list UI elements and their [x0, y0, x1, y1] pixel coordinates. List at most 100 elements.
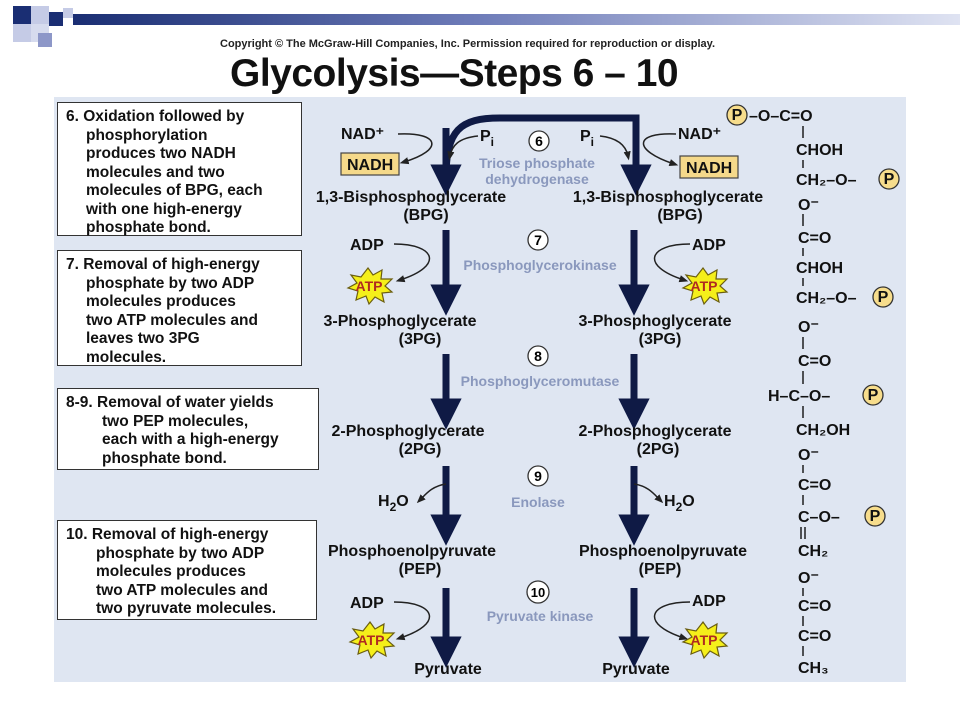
bpg-right-abbr: (BPG): [657, 207, 702, 224]
note-line: phosphate by two ADP: [86, 274, 255, 292]
pyruvate-right-label: Pyruvate: [602, 661, 670, 678]
phosphate-p: P: [878, 289, 889, 306]
step-7-description: 7. Removal of high-energy phosphate by t…: [57, 250, 302, 366]
h2o-left-h: H: [378, 493, 390, 510]
h2o-left-o: O: [396, 493, 408, 510]
deco-square: [63, 8, 73, 18]
nadh-right-label: NADH: [686, 160, 732, 177]
pyr-structure-line-1: C=O: [798, 598, 831, 615]
nad-left-label: NAD⁺: [341, 126, 384, 143]
note-line: two ATP molecules and: [86, 311, 258, 329]
pg2-structure-line-2: H–C–O–: [768, 388, 830, 405]
phosphate-circle: [864, 505, 886, 527]
deco-square: [38, 33, 52, 47]
phosphate-p: P: [868, 387, 879, 404]
deco-square: [13, 6, 31, 24]
note-line: produces two NADH: [86, 145, 236, 162]
note-line: phosphate by two ADP: [96, 544, 265, 562]
pep-right-name: Phosphoenolpyruvate: [579, 543, 747, 560]
step-10-number-circle: [526, 580, 550, 604]
nadh-left-box: [340, 152, 400, 176]
pyr-structure-line-2: C=O: [798, 628, 831, 645]
pg2-structure-line-3: CH₂OH: [796, 422, 850, 439]
pg3-left-abbr: (3PG): [399, 331, 442, 348]
pi-right-label: Pi: [580, 128, 594, 149]
enzyme-triose-phosphate-dehydrogenase-2: dehydrogenase: [485, 171, 589, 187]
adp-to-atp-left-arrow: [393, 243, 431, 283]
pg3-structure-line-2: CHOH: [796, 260, 843, 277]
h2o-left-arrow: [416, 483, 447, 504]
structure-column: P –O–C=O CHOH CH₂–O– P O⁻ C=O CHOH CH₂–O…: [726, 104, 900, 677]
bpg-structure-line-1: –O–C=O: [749, 108, 813, 125]
pg2-structure-line-4: O⁻: [798, 447, 819, 464]
nadh-right-box: [679, 155, 739, 179]
nad-to-nadh-right-arrow: [642, 133, 679, 166]
atp-left-label-10: ATP: [358, 632, 385, 648]
note-line: molecules.: [86, 348, 167, 366]
note-line: 10. Removal of high-energy: [66, 526, 269, 543]
phosphate-p: P: [732, 107, 743, 124]
phosphate-circle: [878, 168, 900, 190]
step-9-number-circle: [527, 465, 549, 487]
enzyme-phosphoglycerokinase: Phosphoglycerokinase: [463, 257, 616, 273]
step-7-number-circle: [527, 229, 549, 251]
pi-left-arrow: [447, 135, 479, 161]
enzyme-pyruvate-kinase: Pyruvate kinase: [487, 608, 594, 624]
note-line: phosphate bond.: [86, 219, 211, 236]
nadh-left-label: NADH: [347, 157, 393, 174]
pyr-structure-line-3: CH₃: [798, 660, 829, 677]
pg3-left-name: 3-Phosphoglycerate: [324, 313, 477, 330]
note-line: 6. Oxidation followed by: [66, 108, 245, 125]
step-9-number: 9: [534, 468, 542, 484]
pi-left-p: P: [480, 128, 491, 145]
bpg-left-name: 1,3-Bisphosphoglycerate: [316, 189, 506, 206]
phosphate-p: P: [870, 508, 881, 525]
pi-right-arrow: [599, 135, 631, 161]
bpg-structure-line-2: CHOH: [796, 142, 843, 159]
phosphate-circle: [862, 384, 884, 406]
enzyme-phosphoglyceromutase: Phosphoglyceromutase: [461, 373, 620, 389]
step-8-9-description: 8-9. Removal of water yields two PEP mol…: [57, 388, 319, 470]
note-line: molecules produces: [96, 563, 246, 580]
h2o-right-o: O: [682, 493, 694, 510]
pep-structure-line-2: C–O–: [798, 509, 840, 526]
note-line: two PEP molecules,: [102, 412, 249, 430]
note-line: two pyruvate molecules.: [96, 600, 277, 617]
adp-right-label: ADP: [692, 237, 726, 254]
pg2-right-name: 2-Phosphoglycerate: [579, 423, 732, 440]
page-title: Glycolysis—Steps 6 – 10: [230, 52, 679, 95]
step-10-number: 10: [531, 585, 545, 600]
phosphate-p: P: [884, 171, 895, 188]
pi-left-label: Pi: [480, 128, 494, 149]
pg2-left-name: 2-Phosphoglycerate: [332, 423, 485, 440]
nad-right-label: NAD⁺: [678, 126, 721, 143]
h2o-right-label: H2O: [664, 493, 695, 514]
adp-to-atp-right-arrow-10: [653, 601, 691, 641]
note-line: two ATP molecules and: [96, 581, 268, 599]
deco-square: [31, 6, 49, 24]
deco-square: [49, 12, 63, 26]
pyruvate-left-label: Pyruvate: [414, 661, 482, 678]
bpg-structure-line-3: CH₂–O–: [796, 172, 857, 189]
enzyme-triose-phosphate-dehydrogenase-1: Triose phosphate: [479, 155, 595, 171]
h2o-left-label: H2O: [378, 493, 409, 514]
note-line: phosphorylation: [86, 126, 208, 144]
step-6-number-circle: [528, 130, 550, 152]
pg2-right-abbr: (2PG): [637, 441, 680, 458]
pi-left-sub: i: [491, 135, 494, 149]
step-6-description: 6. Oxidation followed by phosphorylation…: [57, 102, 302, 236]
pi-right-p: P: [580, 128, 591, 145]
pi-right-sub: i: [591, 135, 594, 149]
note-line: 8-9. Removal of water yields: [66, 394, 274, 411]
pg2-left-abbr: (2PG): [399, 441, 442, 458]
adp-to-atp-left-arrow-10: [393, 601, 431, 641]
pg3-structure-line-1: C=O: [798, 230, 831, 247]
adp-left-label-10: ADP: [350, 595, 384, 612]
copyright-notice: Copyright © The McGraw-Hill Companies, I…: [220, 38, 716, 50]
note-line: phosphate bond.: [102, 449, 227, 467]
h2o-right-arrow: [633, 483, 664, 504]
note-line: 7. Removal of high-energy: [66, 256, 260, 273]
pep-structure-line-4: O⁻: [798, 570, 819, 587]
pg3-structure-line-3: CH₂–O–: [796, 290, 857, 307]
